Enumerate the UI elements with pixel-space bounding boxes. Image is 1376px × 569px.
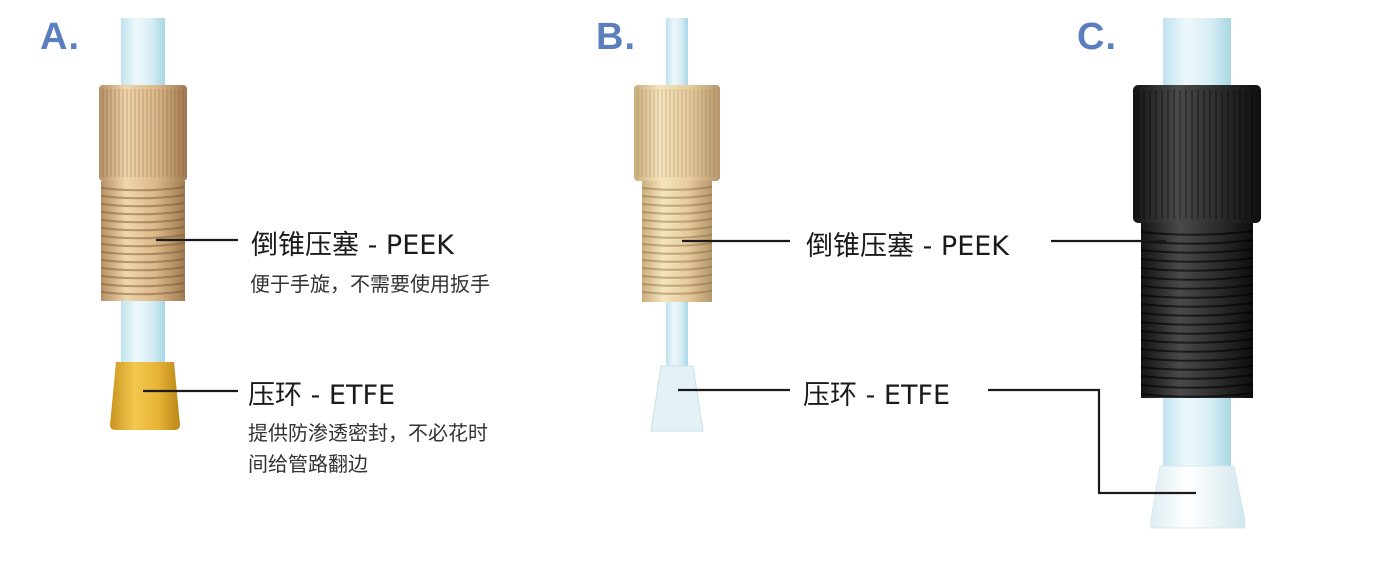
- thread-line: [1140, 257, 1254, 263]
- thread-line: [1140, 374, 1254, 380]
- thread-line: [641, 210, 713, 215]
- knurled-head-b: [634, 85, 720, 181]
- knurled-head-a: [99, 85, 187, 181]
- label-a-ferrule: 压环 - ETFE: [248, 380, 396, 411]
- thread-line: [100, 210, 186, 216]
- knurl-lines-c: [1137, 90, 1253, 219]
- desc-a-ferrule-line-2: 间给管路翻边: [248, 452, 368, 476]
- panel-letter-a: A.: [40, 16, 80, 58]
- thread-line: [641, 250, 713, 255]
- thread-line: [100, 274, 186, 280]
- label-b-nut: 倒锥压塞 - PEEK: [806, 231, 1010, 262]
- thread-line: [1140, 311, 1254, 317]
- thread-line: [100, 290, 186, 296]
- thread-line: [641, 234, 713, 239]
- thread-line: [641, 186, 713, 191]
- thread-line: [1140, 230, 1254, 236]
- thread-line: [1140, 329, 1254, 335]
- panel-b-fitting: [634, 18, 720, 432]
- thread-line: [641, 194, 713, 199]
- thread-line: [1140, 392, 1254, 398]
- ferrule-c: [1150, 465, 1246, 529]
- thread-line: [100, 282, 186, 288]
- thread-line: [100, 186, 186, 192]
- thread-line: [641, 242, 713, 247]
- knurl-lines-a: [102, 89, 184, 177]
- thread-line: [1140, 266, 1254, 272]
- thread-line: [100, 218, 186, 224]
- thread-line: [1140, 320, 1254, 326]
- label-b-ferrule: 压环 - ETFE: [803, 380, 951, 411]
- thread-line: [100, 266, 186, 272]
- leader-c-ferrule: [988, 388, 1196, 495]
- thread-line: [1140, 302, 1254, 308]
- thread-lines-c: [1140, 230, 1254, 398]
- desc-a-ferrule: 提供防渗透密封，不必花时 间给管路翻边: [248, 418, 488, 480]
- thread-lines-b: [641, 186, 713, 295]
- panel-a-fitting: [99, 18, 187, 430]
- thread-line: [641, 202, 713, 207]
- thread-line: [641, 282, 713, 287]
- thread-line: [641, 274, 713, 279]
- thread-line: [100, 202, 186, 208]
- desc-a-ferrule-line-1: 提供防渗透密封，不必花时: [248, 421, 488, 445]
- knurled-head-c: [1133, 85, 1261, 223]
- thread-line: [1140, 365, 1254, 371]
- thread-line: [641, 290, 713, 295]
- thread-line: [1140, 338, 1254, 344]
- thread-line: [100, 226, 186, 232]
- thread-line: [641, 226, 713, 231]
- panel-c-fitting: [1133, 18, 1261, 529]
- thread-lines-a: [100, 186, 186, 296]
- thread-line: [1140, 383, 1254, 389]
- thread-line: [641, 258, 713, 263]
- thread-line: [1140, 239, 1254, 245]
- ferrule-b: [650, 365, 704, 432]
- label-a-nut: 倒锥压塞 - PEEK: [251, 230, 455, 261]
- thread-line: [100, 250, 186, 256]
- thread-line: [641, 266, 713, 271]
- thread-line: [1140, 347, 1254, 353]
- thread-line: [100, 258, 186, 264]
- panel-letter-b: B.: [596, 16, 636, 58]
- thread-line: [100, 234, 186, 240]
- thread-line: [1140, 293, 1254, 299]
- thread-line: [1140, 356, 1254, 362]
- desc-a-nut: 便于手旋，不需要使用扳手: [250, 269, 490, 300]
- thread-line: [1140, 248, 1254, 254]
- thread-line: [100, 242, 186, 248]
- thread-line: [100, 194, 186, 200]
- threaded-body-c: [1141, 223, 1253, 398]
- thread-line: [641, 218, 713, 223]
- panel-letter-c: C.: [1077, 16, 1117, 58]
- thread-line: [1140, 275, 1254, 281]
- ferrule-a: [110, 362, 180, 430]
- leader-lines: [143, 238, 1196, 495]
- desc-a-nut-line: 便于手旋，不需要使用扳手: [250, 272, 490, 296]
- knurl-lines-b: [637, 89, 715, 177]
- thread-line: [1140, 284, 1254, 290]
